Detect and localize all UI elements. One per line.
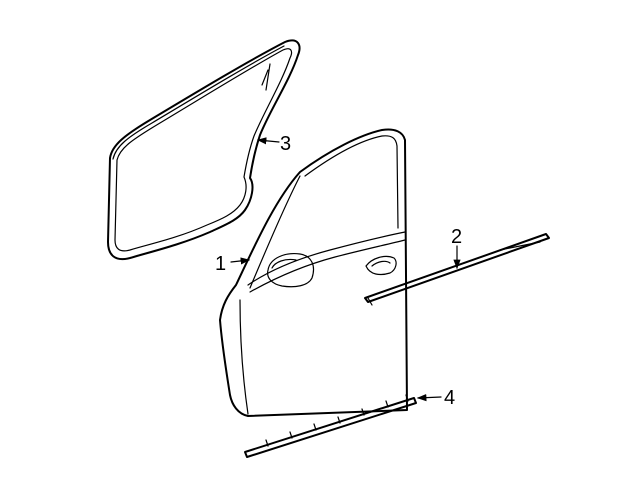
leader-1 bbox=[230, 257, 251, 265]
mirror bbox=[267, 253, 315, 288]
leader-3 bbox=[256, 137, 280, 145]
callout-4: 4 bbox=[444, 387, 455, 409]
callout-3: 3 bbox=[280, 133, 291, 155]
weatherstrip-part-3 bbox=[107, 39, 301, 261]
callout-2: 2 bbox=[451, 226, 462, 248]
callout-1: 1 bbox=[215, 253, 226, 275]
door-handle bbox=[365, 255, 397, 276]
door-shell-part-1 bbox=[219, 128, 408, 417]
leader-4 bbox=[416, 394, 442, 402]
belt-molding-part-2 bbox=[364, 233, 550, 306]
lower-molding-part-4 bbox=[244, 394, 417, 458]
